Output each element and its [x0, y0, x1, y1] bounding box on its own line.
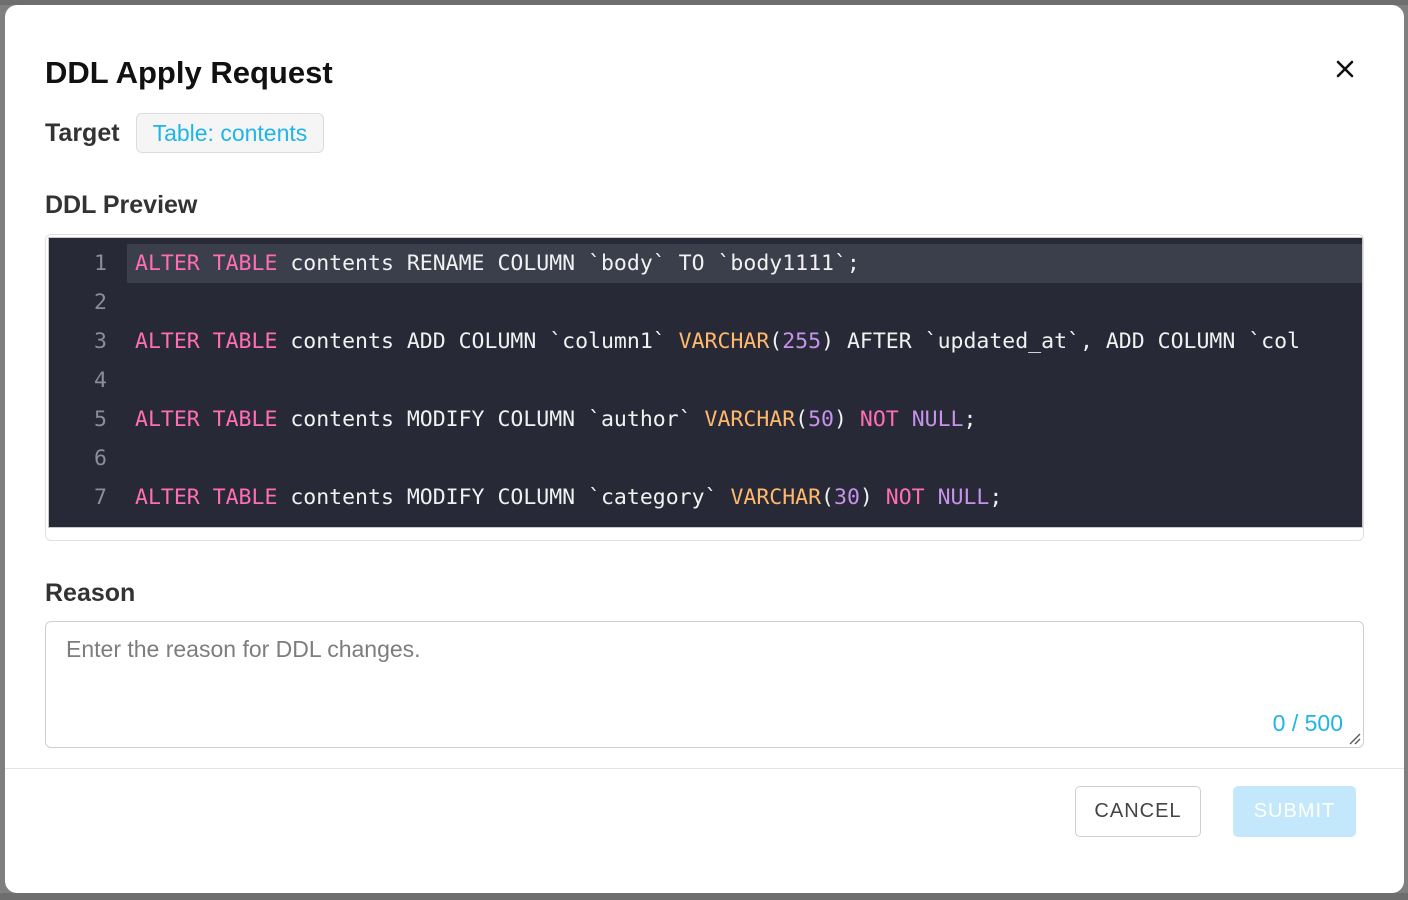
code-token: ; [963, 407, 977, 432]
close-icon [1336, 60, 1354, 78]
code-token: ALTER TABLE [135, 407, 278, 432]
line-number: 6 [94, 446, 107, 471]
code-token: 50 [808, 407, 834, 432]
code-line-text: ALTER TABLE contents RENAME COLUMN `body… [127, 244, 1362, 283]
code-token: contents MODIFY COLUMN `author` [277, 407, 705, 432]
line-number: 5 [94, 407, 107, 432]
reason-char-counter: 0 / 500 [1272, 710, 1343, 736]
code-line-text [127, 439, 1362, 478]
line-number: 2 [94, 290, 107, 315]
code-token [899, 407, 912, 432]
code-line: 6 [49, 439, 1362, 478]
code-line: 5 ALTER TABLE contents MODIFY COLUMN `aut… [49, 400, 1362, 439]
code-token: ) [834, 407, 860, 432]
close-button[interactable] [1327, 51, 1363, 87]
code-token: contents RENAME COLUMN `body` TO `body11… [277, 251, 860, 276]
code-line-text [127, 361, 1362, 400]
code-token: ; [989, 485, 1003, 510]
target-label: Target [45, 118, 120, 147]
backdrop-strip-bottom [0, 893, 1408, 900]
cancel-button[interactable]: CANCEL [1075, 786, 1201, 837]
ddl-apply-dialog: DDL Apply Request Target Table: contents… [5, 5, 1404, 893]
backdrop-strip-top [0, 0, 1408, 5]
code-token: ALTER TABLE [135, 485, 278, 510]
code-token: 30 [834, 485, 860, 510]
code-token: NULL [911, 407, 964, 432]
line-number: 3 [94, 329, 107, 354]
code-line: 3 ALTER TABLE contents ADD COLUMN `column… [49, 322, 1362, 361]
code-token: ) AFTER `updated_at`, ADD COLUMN `col [821, 329, 1301, 354]
code-line: 7 ALTER TABLE contents MODIFY COLUMN `cat… [49, 478, 1362, 517]
code-token: ( [769, 329, 783, 354]
code-token: ) [859, 485, 886, 510]
resize-handle-icon[interactable] [1347, 731, 1361, 745]
code-token: ALTER TABLE [135, 251, 278, 276]
line-number: 1 [94, 251, 107, 276]
target-row: Target Table: contents [45, 113, 325, 153]
reason-textarea[interactable] [66, 636, 1336, 716]
code-line: 4 [49, 361, 1362, 400]
code-token: VARCHAR [730, 485, 822, 510]
code-token [925, 485, 938, 510]
code-line: 1 ALTER TABLE contents RENAME COLUMN `bod… [49, 244, 1362, 283]
code-token: ( [795, 407, 809, 432]
code-token: ( [821, 485, 834, 510]
code-token: 255 [782, 329, 822, 354]
reason-field-container: 0 / 500 [45, 621, 1364, 748]
code-line-text: ALTER TABLE contents MODIFY COLUMN `cate… [127, 478, 1362, 517]
code-token: contents MODIFY COLUMN `category` [277, 485, 731, 510]
code-line-text: ALTER TABLE contents ADD COLUMN `column1… [127, 322, 1362, 361]
code-line: 2 [49, 283, 1362, 322]
ddl-preview-label: DDL Preview [45, 191, 198, 219]
submit-button[interactable]: SUBMIT [1233, 786, 1356, 837]
code-line-text: ALTER TABLE contents MODIFY COLUMN `auth… [127, 400, 1362, 439]
code-token: NOT [859, 407, 899, 432]
code-line-text [127, 283, 1362, 322]
dialog-title: DDL Apply Request [45, 55, 333, 90]
code-token: VARCHAR [678, 329, 770, 354]
line-number: 7 [94, 485, 107, 510]
code-token: NOT [885, 485, 925, 510]
footer-divider [5, 768, 1404, 769]
line-number: 4 [94, 368, 107, 393]
code-token: contents ADD COLUMN `column1` [277, 329, 679, 354]
code-token: VARCHAR [704, 407, 796, 432]
reason-label: Reason [45, 579, 136, 607]
code-token: NULL [937, 485, 990, 510]
code-token: ALTER TABLE [135, 329, 278, 354]
target-table-chip: Table: contents [135, 113, 325, 153]
